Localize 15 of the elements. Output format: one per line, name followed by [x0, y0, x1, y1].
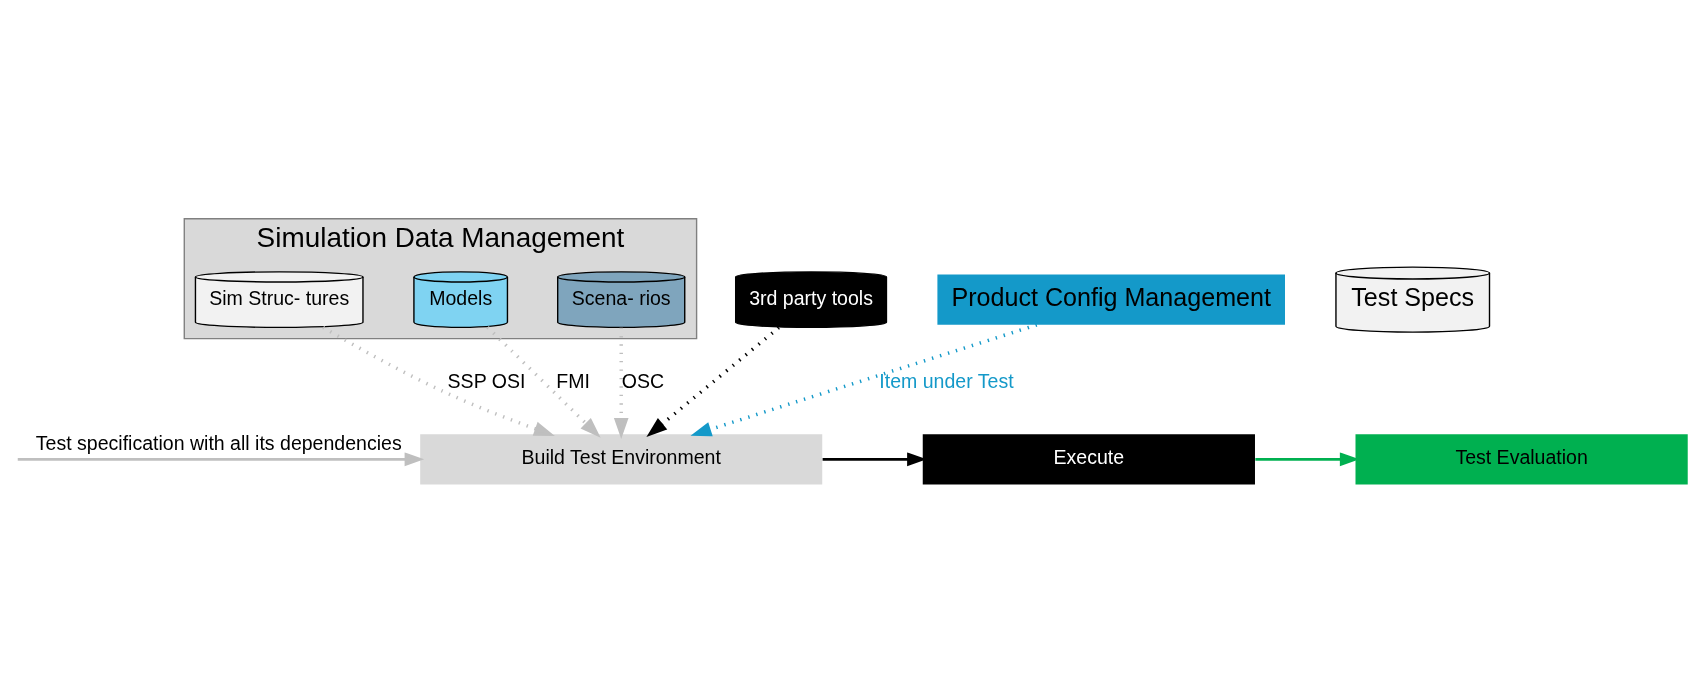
edge-label: SSP OSI — [447, 370, 526, 393]
arrow — [486, 326, 601, 438]
arrow — [613, 327, 629, 439]
arrow — [646, 326, 780, 438]
arrow — [17, 452, 425, 467]
node-box: Product Config Management — [937, 274, 1285, 325]
arrow — [322, 325, 555, 436]
node-box: Execute — [922, 434, 1255, 485]
edge-label: OSC — [621, 370, 665, 393]
arrow — [690, 323, 1038, 437]
edge-label: Test specification with all its dependencies — [35, 431, 402, 454]
edge-label: FMI — [556, 370, 590, 393]
node-box: Test Evaluation — [1355, 434, 1688, 485]
edge-label: Item under Test — [879, 370, 1014, 393]
node-box: Build Test Environment — [420, 434, 823, 485]
